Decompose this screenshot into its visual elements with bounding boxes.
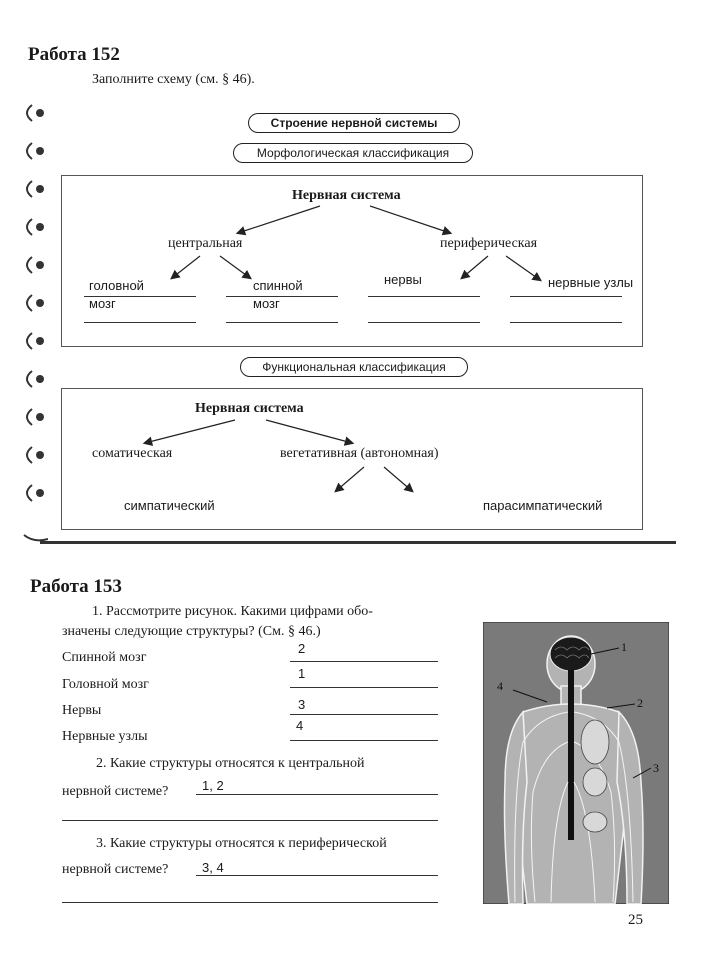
q1-line2: значены следующие структуры? (См. § 46.) [62, 624, 321, 639]
q3-line1: 3. Какие структуры относятся к периферич… [96, 836, 387, 851]
row-answer-brain: 1 [298, 666, 306, 681]
row-answer-spinal: 2 [298, 641, 306, 656]
arrow-to-parasympathetic [383, 466, 414, 493]
brain-answer-line-2 [84, 322, 196, 323]
ganglia-answer-line-1 [510, 296, 622, 297]
row-answer-ganglia: 4 [296, 718, 304, 733]
func-root-label: Нервная система [195, 401, 304, 416]
q2-answer: 1, 2 [202, 778, 224, 793]
row-line-ganglia [290, 740, 438, 741]
arrow-to-sympathetic [334, 466, 365, 493]
nerves-label: нервы [384, 272, 422, 287]
nervous-system-illustration: 1 2 3 4 [483, 622, 669, 904]
figure-label-3: 3 [653, 761, 659, 775]
row-label-brain: Головной мозг [62, 677, 149, 692]
ganglia-label: нервные узлы [548, 275, 634, 290]
somatic-label: соматическая [92, 446, 173, 461]
arrow-to-nerves [460, 255, 489, 280]
peripheral-label: периферическая [440, 236, 538, 251]
work-152-title: Работа 152 [28, 44, 120, 65]
morphological-diagram-frame [61, 175, 643, 347]
row-line-nerves [290, 714, 438, 715]
spinal-line2: мозг [253, 296, 280, 311]
arrow-to-somatic [142, 419, 236, 446]
morphological-pill: Морфологическая классификация [233, 143, 473, 163]
spinal-answer-line-1 [226, 296, 338, 297]
figure-label-2: 2 [637, 696, 643, 710]
arrow-to-brain [170, 255, 201, 280]
row-line-spinal [290, 661, 438, 662]
row-label-ganglia: Нервные узлы [62, 729, 148, 744]
row-answer-nerves: 3 [298, 697, 306, 712]
spinal-line1: спинной [253, 278, 303, 293]
arrow-to-vegetative [265, 419, 355, 446]
work-152-instruction: Заполните схему (см. § 46). [92, 72, 255, 87]
row-line-brain [290, 687, 438, 688]
q2-line1: 2. Какие структуры относятся к центральн… [96, 756, 365, 771]
nerves-answer-line-1 [368, 296, 480, 297]
parasympathetic-label: парасимпатический [483, 498, 603, 513]
structure-pill: Строение нервной системы [248, 113, 460, 133]
spinal-answer-line-2 [226, 322, 338, 323]
row-label-nerves: Нервы [62, 703, 102, 718]
central-label: центральная [168, 236, 243, 251]
page-number: 25 [628, 912, 643, 928]
q2-answer-line-1 [196, 794, 438, 795]
work-153-title: Работа 153 [30, 576, 122, 597]
ganglia-answer-line-2 [510, 322, 622, 323]
arrow-to-spinal [219, 255, 252, 280]
section-divider [40, 541, 676, 544]
q3-answer-line-1 [196, 875, 438, 876]
q3-line2: нервной системе? [62, 862, 169, 877]
q2-answer-line-2 [62, 820, 438, 821]
sympathetic-label: симпатический [124, 498, 215, 513]
arrow-to-peripheral [369, 205, 453, 236]
q3-answer: 3, 4 [202, 860, 224, 875]
brain-line2: мозг [89, 296, 116, 311]
q1-line1: 1. Рассмотрите рисунок. Какими цифрами о… [92, 604, 373, 619]
figure-label-4: 4 [497, 679, 503, 693]
brain-line1: головной [89, 278, 144, 293]
q2-line2: нервной системе? [62, 784, 169, 799]
arrow-to-central [235, 205, 321, 236]
diagram-arrows [142, 205, 542, 493]
nerves-answer-line-2 [368, 322, 480, 323]
functional-diagram-frame [61, 388, 643, 530]
q3-answer-line-2 [62, 902, 438, 903]
morph-root-label: Нервная система [292, 188, 401, 203]
functional-pill: Функциональная классификация [240, 357, 468, 377]
vegetative-label: вегетативная (автономная) [280, 446, 439, 461]
figure-label-1: 1 [621, 640, 627, 654]
row-label-spinal: Спинной мозг [62, 650, 147, 665]
arrow-to-ganglia [505, 255, 542, 282]
spiral-binding-decoration [23, 104, 48, 542]
brain-answer-line-1 [84, 296, 196, 297]
